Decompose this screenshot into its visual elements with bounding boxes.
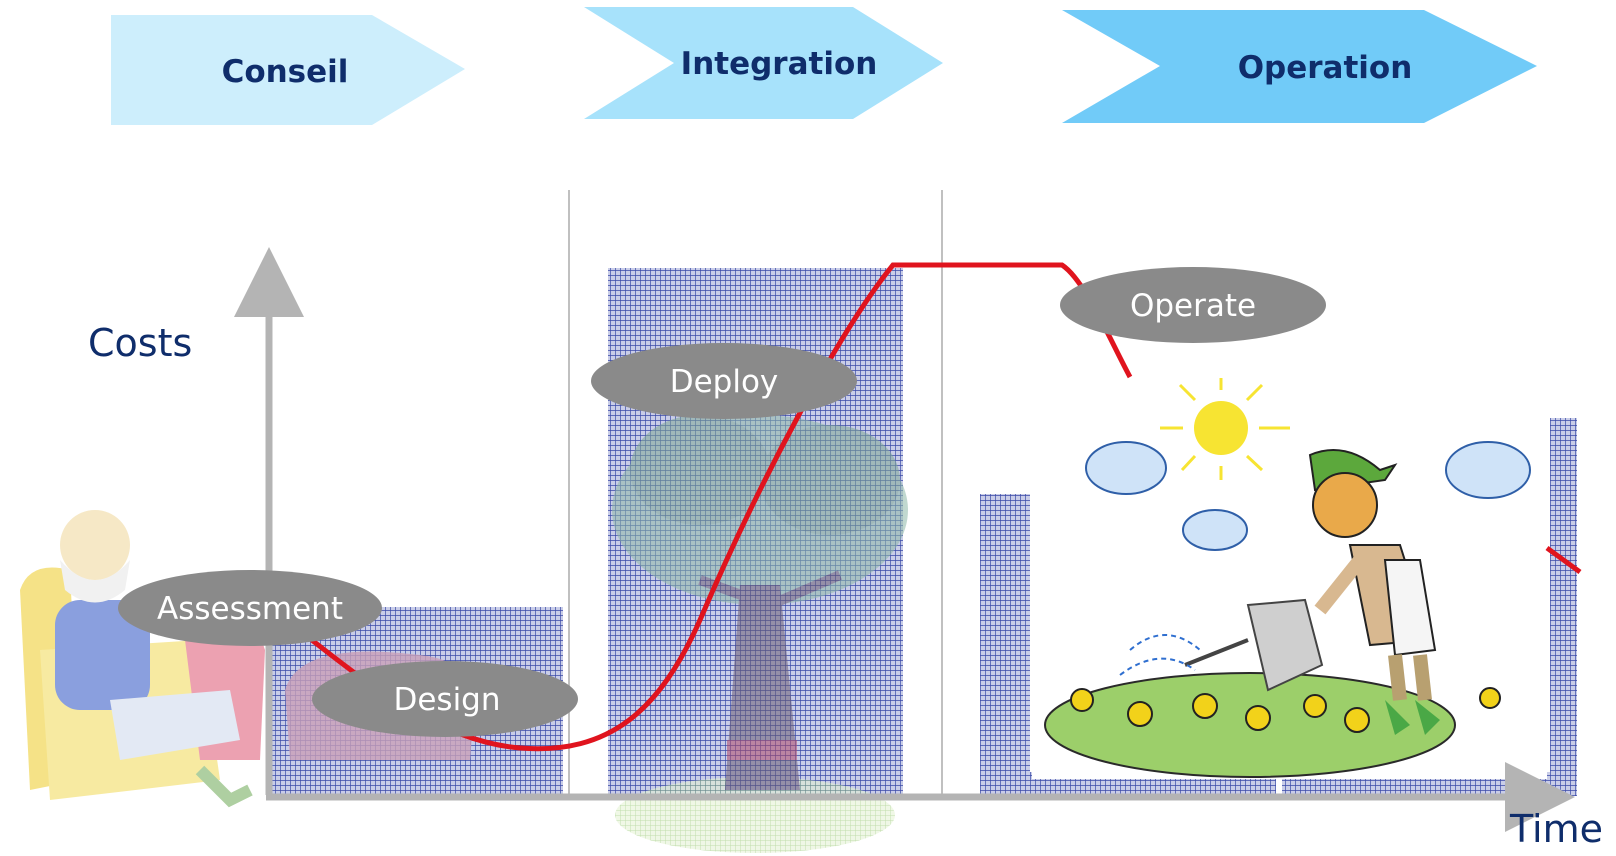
phase-label-operation: Operation — [1238, 50, 1413, 86]
cost-curve-tail — [1545, 545, 1582, 575]
bubble-shape — [312, 661, 578, 737]
flower-icon — [1070, 687, 1501, 733]
x-axis-label: Time — [1509, 807, 1603, 851]
phase-chevron-operation: Operation — [1062, 10, 1537, 123]
chevron-shape — [111, 15, 465, 125]
gardener-figure — [1308, 449, 1440, 735]
stage-bubble-design: Design — [312, 661, 578, 737]
watering-can-icon — [1119, 598, 1324, 692]
stage-bubble-assessment: Assessment — [118, 570, 382, 646]
phase-chevron-conseil: Conseil — [111, 15, 465, 125]
bubble-shape — [591, 343, 857, 419]
cost-block-operate — [980, 494, 1032, 796]
cost-block-operate — [1282, 779, 1547, 796]
bubble-shape — [1060, 267, 1326, 343]
reading-man-in-armchair-icon — [20, 510, 475, 808]
cost-block-operate — [1547, 418, 1577, 796]
phase-label-conseil: Conseil — [222, 54, 349, 90]
phase-chevron-integration: Integration — [584, 7, 943, 119]
stage-label-assessment: Assessment — [157, 591, 343, 627]
gardener-watering-flowers-icon — [1030, 372, 1550, 778]
cloud-icon — [1085, 441, 1531, 551]
bubble-shape — [118, 570, 382, 646]
chevron-shape — [584, 7, 943, 119]
stage-bubble-operate: Operate — [1060, 267, 1326, 343]
stage-bubble-deploy: Deploy — [591, 343, 857, 419]
stage-label-design: Design — [393, 682, 500, 718]
cost-block-operate — [980, 779, 1276, 796]
y-axis-label: Costs — [88, 321, 192, 365]
stage-label-operate: Operate — [1130, 288, 1256, 324]
phase-label-integration: Integration — [681, 46, 878, 82]
sun-icon — [1160, 378, 1290, 480]
chevron-shape — [1062, 10, 1537, 123]
stage-label-deploy: Deploy — [670, 364, 779, 400]
